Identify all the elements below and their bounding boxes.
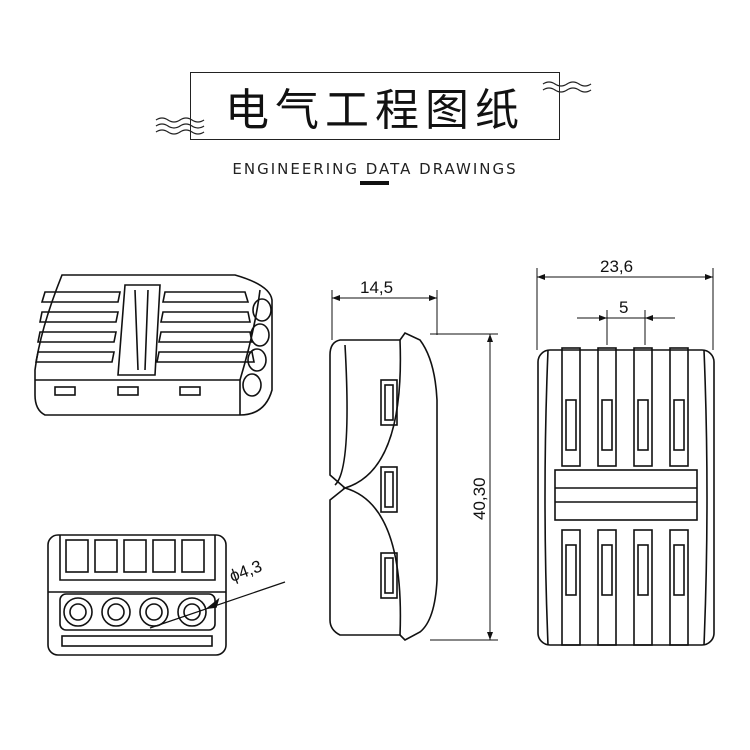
front-view: [47, 534, 286, 656]
top-width-label: 23,6: [600, 257, 633, 276]
subtitle-underline: [360, 181, 389, 185]
hole-diameter-label: ϕ4,3: [227, 557, 265, 586]
isometric-view: [34, 274, 273, 416]
side-width-label: 14,5: [360, 278, 393, 297]
dimension-lines: [331, 268, 714, 641]
title-box: 电气工程图纸: [190, 72, 560, 140]
wave-icon-right: [542, 81, 592, 93]
top-view: [537, 347, 715, 646]
pitch-label: 5: [619, 298, 628, 317]
page-title: 电气工程图纸: [225, 85, 525, 136]
side-view: [329, 331, 438, 641]
wave-icon-left: [155, 117, 205, 135]
height-label: 40,30: [470, 477, 489, 520]
page-subtitle: ENGINEERING DATA DRAWINGS: [232, 160, 518, 178]
